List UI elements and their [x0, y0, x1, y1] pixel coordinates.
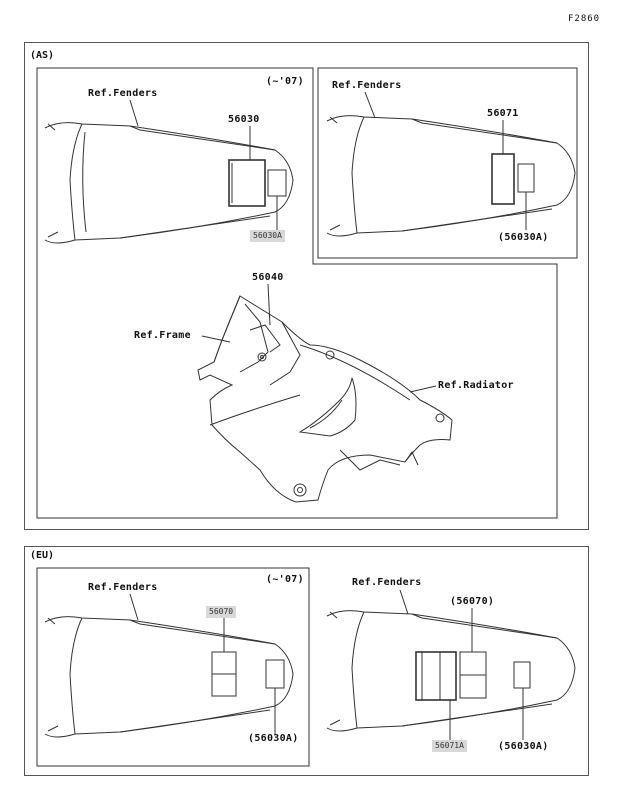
- eu2-part-56070: (56070): [450, 596, 495, 607]
- eu1-ref-fenders: Ref.Fenders: [88, 582, 158, 593]
- as-region-label: (AS): [30, 50, 55, 61]
- eu-panel: [24, 546, 589, 776]
- eu-region-label: (EU): [30, 550, 55, 561]
- as-panel: [24, 42, 589, 530]
- fender-as-1: [44, 122, 294, 244]
- as2-part-56071: 56071: [487, 108, 519, 119]
- eu2-sub-56030a: (56030A): [498, 741, 549, 752]
- as-sub2-outline: [317, 67, 578, 259]
- as3-ref-radiator: Ref.Radiator: [438, 380, 514, 391]
- decal-56071: [491, 153, 515, 205]
- fender-as-2: [326, 115, 576, 237]
- decal-56030a: [267, 169, 287, 197]
- radiator-shroud: [197, 295, 453, 503]
- as1-sub-56030a: 56030A: [250, 230, 285, 242]
- eu-sub1-outline: [36, 567, 310, 767]
- decal-56030a-eu2: [513, 661, 531, 689]
- eu1-year-note: (~'07): [266, 574, 304, 585]
- eu1-sub-56030a: (56030A): [248, 733, 299, 744]
- as2-sub-56030a: (56030A): [498, 232, 549, 243]
- eu2-part-56071a: 56071A: [432, 740, 467, 752]
- fender-eu-2: [326, 610, 576, 732]
- decal-56030a-eu1: [265, 659, 285, 689]
- decal-56030: [228, 159, 266, 207]
- fender-eu-1: [44, 616, 294, 738]
- diagram-code: F2860: [568, 14, 601, 24]
- as1-ref-fenders: Ref.Fenders: [88, 88, 158, 99]
- as1-part-56030: 56030: [228, 114, 260, 125]
- decal-56030a-as2: [517, 163, 535, 193]
- as3-part-56040: 56040: [252, 272, 284, 283]
- eu1-part-56070: 56070: [206, 606, 237, 618]
- as3-ref-frame: Ref.Frame: [134, 330, 191, 341]
- as2-ref-fenders: Ref.Fenders: [332, 80, 402, 91]
- eu2-ref-fenders: Ref.Fenders: [352, 577, 422, 588]
- as-sub-outline: [36, 67, 558, 519]
- decal-56071a: [415, 651, 457, 701]
- as1-year-note: (~'07): [266, 76, 304, 87]
